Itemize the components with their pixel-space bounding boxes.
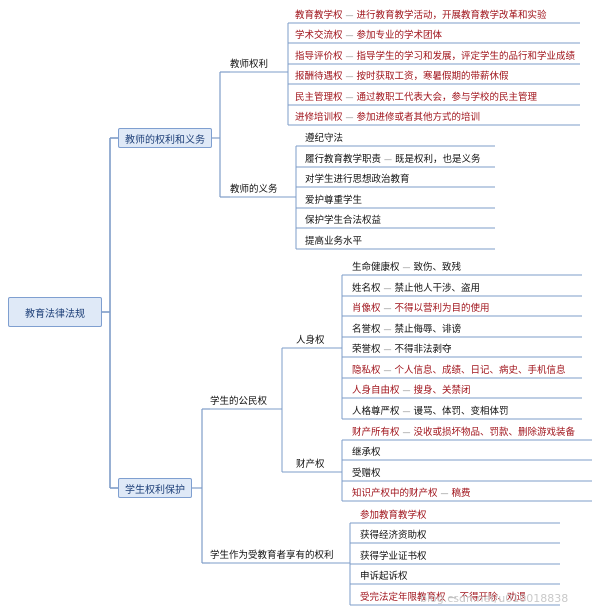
branch-teacher-rights-duties[interactable]: 教师的权利和义务 xyxy=(118,128,212,148)
leaf-teaching-right[interactable]: 教育教学权—进行教育教学活动，开展教育教学改革和实验 xyxy=(295,10,547,21)
leaf-financial-aid[interactable]: 获得经济资助权 xyxy=(360,530,427,541)
branch-student-rights[interactable]: 学生权利保护 xyxy=(118,478,192,498)
leaf-democratic-management-right[interactable]: 民主管理权—通过教职工代表大会，参与学校的民主管理 xyxy=(295,92,538,103)
leaf-inheritance-right[interactable]: 继承权 xyxy=(352,447,381,458)
leaf-dignity-right[interactable]: 人格尊严权—谩骂、体罚、变相体罚 xyxy=(352,406,509,417)
leaf-reputation-right[interactable]: 名誉权—禁止侮辱、诽谤 xyxy=(352,324,462,335)
leaf-improve-skills[interactable]: 提高业务水平 xyxy=(305,236,363,247)
leaf-portrait-right[interactable]: 肖像权—不得以营利为目的使用 xyxy=(352,303,490,314)
leaf-intellectual-property[interactable]: 知识产权中的财产权—稿费 xyxy=(352,488,471,499)
node-citizen-rights[interactable]: 学生的公民权 xyxy=(210,396,268,407)
root-node[interactable]: 教育法律法规 xyxy=(8,297,102,327)
leaf-life-health-right[interactable]: 生命健康权—致伤、致残 xyxy=(352,262,462,273)
leaf-appeal-litigation[interactable]: 申诉起诉权 xyxy=(360,571,408,582)
leaf-ideological-education[interactable]: 对学生进行思想政治教育 xyxy=(305,174,410,185)
branch-label: 教师的权利和义务 xyxy=(125,134,205,146)
node-learner-rights[interactable]: 学生作为受教育者享有的权利 xyxy=(210,550,334,561)
node-property-rights[interactable]: 财产权 xyxy=(296,459,325,470)
leaf-name-right[interactable]: 姓名权—禁止他人干涉、盗用 xyxy=(352,283,481,294)
branch-label: 学生权利保护 xyxy=(125,484,185,496)
node-teacher-duties[interactable]: 教师的义务 xyxy=(230,184,278,195)
watermark-text: blog.csdn.net/u010018838 xyxy=(420,592,569,605)
leaf-compulsory-education[interactable]: 受完法定年限教育权—不得开除、劝退 xyxy=(360,592,527,603)
leaf-personal-freedom-right[interactable]: 人身自由权—搜身、关禁闭 xyxy=(352,385,471,396)
node-personal-rights[interactable]: 人身权 xyxy=(296,335,325,346)
leaf-property-ownership[interactable]: 财产所有权—没收或损坏物品、罚款、删除游戏装备 xyxy=(352,427,576,438)
leaf-abide-law[interactable]: 遵纪守法 xyxy=(305,133,344,144)
leaf-academic-certificate[interactable]: 获得学业证书权 xyxy=(360,551,427,562)
leaf-attend-teaching[interactable]: 参加教育教学权 xyxy=(360,510,427,521)
leaf-guidance-evaluation-right[interactable]: 指导评价权—指导学生的学习和发展，评定学生的品行和学业成绩 xyxy=(295,51,576,62)
leaf-honor-right[interactable]: 荣誉权—不得非法剥夺 xyxy=(352,344,452,355)
leaf-training-right[interactable]: 进修培训权—参加进修或者其他方式的培训 xyxy=(295,112,481,123)
leaf-care-students[interactable]: 爱护尊重学生 xyxy=(305,195,363,206)
leaf-fulfill-duty[interactable]: 履行教育教学职责—既是权利，也是义务 xyxy=(305,154,481,165)
leaf-protect-students[interactable]: 保护学生合法权益 xyxy=(305,215,382,226)
leaf-privacy-right[interactable]: 隐私权—个人信息、成绩、日记、病史、手机信息 xyxy=(352,365,566,376)
node-teacher-rights[interactable]: 教师权利 xyxy=(230,59,269,70)
leaf-gift-right[interactable]: 受赠权 xyxy=(352,468,381,479)
leaf-remuneration-right[interactable]: 报酬待遇权—按时获取工资，寒暑假期的带薪休假 xyxy=(295,71,509,82)
root-label: 教育法律法规 xyxy=(25,308,85,320)
leaf-academic-exchange-right[interactable]: 学术交流权—参加专业的学术团体 xyxy=(295,30,443,41)
